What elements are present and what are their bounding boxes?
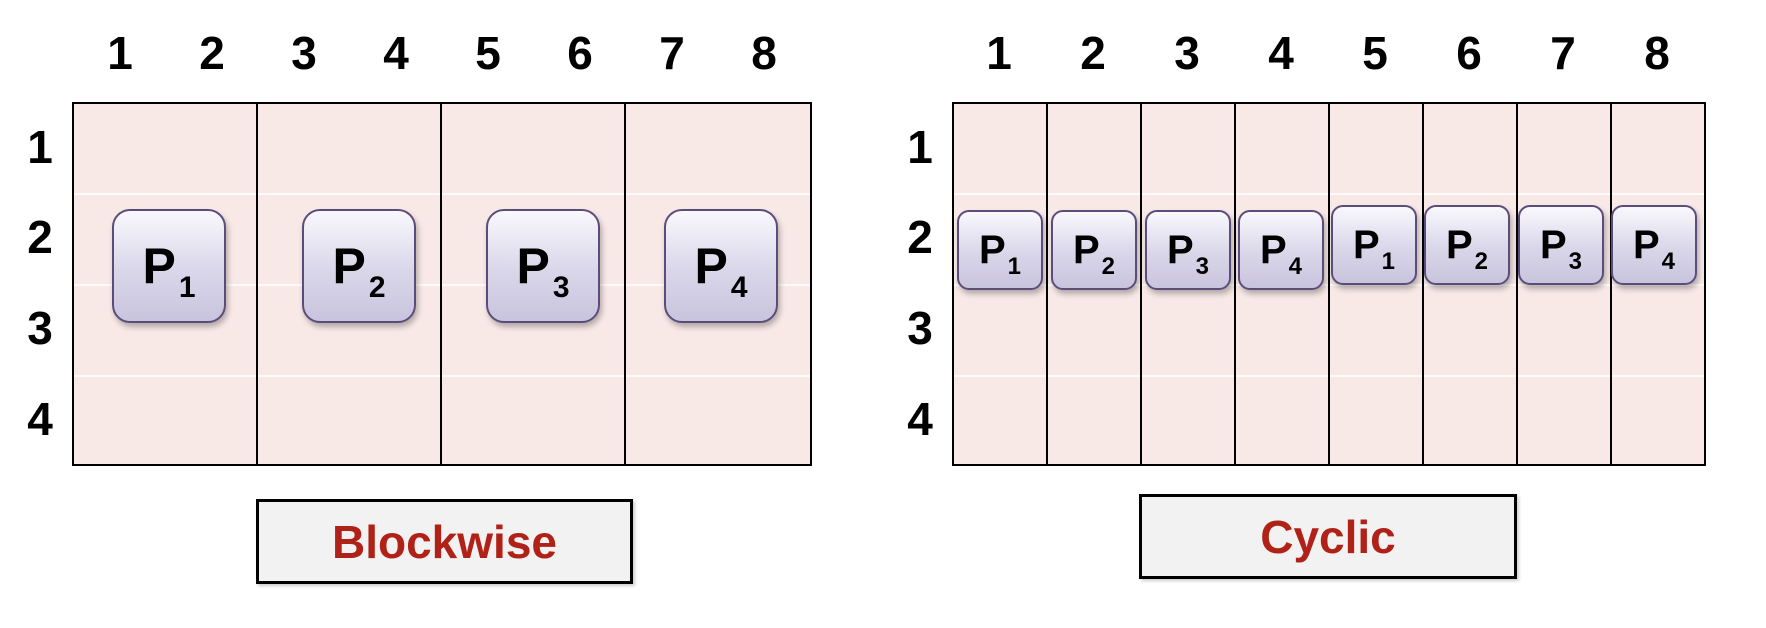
column-divider: [1046, 104, 1048, 464]
row-label: 2: [27, 211, 53, 263]
row-label: 1: [27, 121, 53, 173]
column-divider: [1140, 104, 1142, 464]
row-label: 3: [27, 302, 53, 354]
column-label: 1: [107, 27, 133, 79]
processor-letter: P: [142, 238, 176, 294]
processor-box: P4: [1238, 210, 1324, 290]
cyclic-caption: Cyclic: [1139, 494, 1517, 579]
processor-index: 3: [552, 271, 570, 304]
column-label: 5: [475, 27, 501, 79]
row-band-separator: [74, 375, 810, 377]
column-label: 3: [291, 27, 317, 79]
caption-text: Blockwise: [332, 515, 557, 568]
column-label: 6: [1456, 27, 1482, 79]
processor-letter: P: [1072, 227, 1100, 272]
processor-letter: P: [1259, 227, 1287, 272]
processor-box: P2: [1424, 205, 1510, 285]
processor-box: P2: [1051, 210, 1137, 290]
processor-letter: P: [1632, 222, 1660, 267]
column-label: 4: [1268, 27, 1294, 79]
processor-index: 1: [1381, 247, 1396, 275]
cyclic-matrix-grid: P1 P2 P3 P4 P1 P2 P3 P4: [952, 102, 1706, 466]
column-block-divider: [440, 104, 442, 464]
column-divider: [1516, 104, 1518, 464]
processor-index: 1: [178, 271, 196, 304]
column-block-divider: [256, 104, 258, 464]
column-label: 8: [751, 27, 777, 79]
column-label: 6: [567, 27, 593, 79]
column-label: 7: [659, 27, 685, 79]
processor-letter: P: [516, 238, 550, 294]
processor-index: 4: [1288, 252, 1303, 280]
row-label: 4: [27, 393, 53, 445]
processor-index: 2: [1101, 252, 1116, 280]
row-label: 1: [907, 121, 933, 173]
row-label: 2: [907, 211, 933, 263]
processor-box: P1: [1331, 205, 1417, 285]
column-label: 5: [1362, 27, 1388, 79]
column-label: 2: [199, 27, 225, 79]
processor-index: 1: [1007, 252, 1022, 280]
processor-index: 3: [1568, 247, 1583, 275]
processor-letter: P: [1166, 227, 1194, 272]
column-divider: [1328, 104, 1330, 464]
processor-letter: P: [978, 227, 1006, 272]
processor-index: 4: [730, 271, 748, 304]
column-label: 3: [1174, 27, 1200, 79]
column-block-divider: [624, 104, 626, 464]
column-label: 4: [383, 27, 409, 79]
processor-box: P3: [1145, 210, 1231, 290]
processor-box: P3: [1518, 205, 1604, 285]
column-divider: [1234, 104, 1236, 464]
column-label: 7: [1550, 27, 1576, 79]
column-divider: [1610, 104, 1612, 464]
blockwise-caption: Blockwise: [256, 499, 633, 584]
row-band-separator: [74, 193, 810, 195]
row-label: 3: [907, 302, 933, 354]
processor-index: 2: [368, 271, 386, 304]
row-label: 4: [907, 393, 933, 445]
caption-text: Cyclic: [1260, 510, 1396, 563]
processor-letter: P: [694, 238, 728, 294]
processor-index: 4: [1661, 247, 1676, 275]
row-band-separator: [74, 284, 810, 286]
processor-box: P1: [957, 210, 1043, 290]
column-divider: [1422, 104, 1424, 464]
column-label: 2: [1080, 27, 1106, 79]
processor-index: 3: [1195, 252, 1210, 280]
processor-letter: P: [1445, 222, 1473, 267]
processor-letter: P: [1352, 222, 1380, 267]
processor-letter: P: [332, 238, 366, 294]
processor-index: 2: [1474, 247, 1489, 275]
processor-box: P4: [1611, 205, 1697, 285]
processor-letter: P: [1539, 222, 1567, 267]
column-label: 8: [1644, 27, 1670, 79]
column-label: 1: [986, 27, 1012, 79]
